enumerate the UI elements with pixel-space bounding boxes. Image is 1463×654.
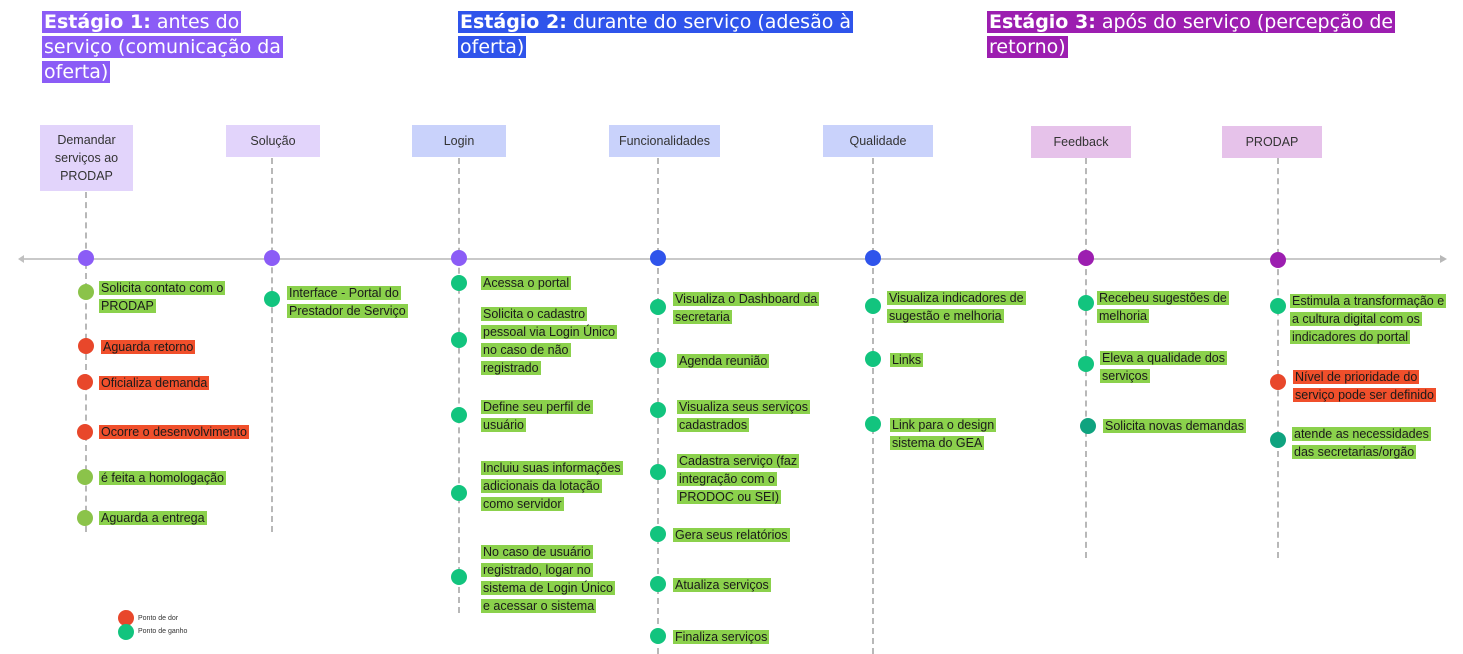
gain-point-dot [1078,295,1094,311]
gain-point-dot [78,284,94,300]
stage-3-text: após do serviço (percepção de retorno) [989,11,1394,58]
step-label: Visualiza seus serviços cadastrados [677,400,810,432]
step-label: Links [890,353,924,367]
step-label: Solicita novas demandas [1103,419,1246,433]
legend-gain-dot [118,624,134,640]
column-2-guide [271,158,273,532]
column-1-guide [85,192,87,532]
timeline-dot-demandar [78,250,94,266]
timeline-start-arrow [18,255,24,263]
timeline-dot-prodap [1270,252,1286,268]
gain-point-dot [865,298,881,314]
stage-3-title: Estágio 3: após do serviço (percepção de… [987,10,1457,60]
timeline-dot-qualidade [865,250,881,266]
step-label: Acessa o portal [481,276,572,290]
pain-point-dot [1270,374,1286,390]
gain-point-dot [650,352,666,368]
timeline-dot-feedback [1078,250,1094,266]
column-header-qualidade: Qualidade [823,125,933,157]
column-header-label: Demandar serviços ao PRODAP [54,133,119,183]
column-header-login: Login [412,125,506,157]
gain-point-dot [451,485,467,501]
gain-point-dot [1080,418,1096,434]
gain-point-dot [1270,432,1286,448]
step-label: atende as necessidades das secretarias/o… [1292,427,1431,459]
column-7-guide [1277,158,1279,558]
stage-2-number: Estágio 2: [460,11,567,33]
column-header-feedback: Feedback [1031,126,1131,158]
gain-point-dot [650,299,666,315]
timeline-dot-solucao [264,250,280,266]
legend-pain-dot [118,610,134,626]
step-label: Incluiu suas informações adicionais da l… [481,461,623,511]
timeline-dot-login [451,250,467,266]
step-label: Eleva a qualidade dos serviços [1100,351,1228,383]
step-label: No caso de usuário registrado, logar no … [481,545,615,613]
stage-1-number: Estágio 1: [44,11,151,33]
step-label: Recebeu sugestões de melhoria [1097,291,1229,323]
column-header-prodap: PRODAP [1222,126,1322,158]
pain-point-dot [77,424,93,440]
column-5-guide [872,158,874,654]
gain-point-dot [650,628,666,644]
step-label: Gera seus relatórios [673,528,790,542]
timeline-axis [22,258,1440,260]
step-label: Solicita o cadastro pessoal via Login Ún… [481,307,618,375]
gain-point-dot [451,407,467,423]
gain-point-dot [650,576,666,592]
step-label: Visualiza o Dashboard da secretaria [673,292,820,324]
gain-point-dot [451,275,467,291]
gain-point-dot [77,510,93,526]
gain-point-dot [865,351,881,367]
step-label: Ocorre o desenvolvimento [99,425,249,439]
stage-1-title: Estágio 1: antes do serviço (comunicação… [42,10,312,85]
step-label: Aguarda a entrega [99,511,207,525]
column-header-label: Solução [250,134,296,148]
gain-point-dot [650,526,666,542]
step-label: Estimula a transformação e a cultura dig… [1290,294,1447,344]
step-label: Oficializa demanda [99,376,210,390]
step-label: Solicita contato com o PRODAP [99,281,226,313]
timeline-dot-funcionalidades [650,250,666,266]
column-header-solucao: Solução [226,125,320,157]
stage-1-text: antes do serviço (comunicação da oferta) [44,11,281,83]
column-header-funcionalidades: Funcionalidades [609,125,720,157]
column-header-label: Login [443,134,475,148]
step-label: Aguarda retorno [101,340,196,354]
stage-2-text: durante do serviço (adesão à oferta) [460,11,852,58]
column-header-label: Qualidade [849,134,907,148]
step-label: Atualiza serviços [673,578,771,592]
step-label: Define seu perfil de usuário [481,400,593,432]
step-label: Agenda reunião [677,354,770,368]
step-label: Nível de prioridade do serviço pode ser … [1293,370,1436,402]
gain-point-dot [650,464,666,480]
legend-pain-label: Ponto de dor [138,615,179,622]
step-label: Finaliza serviços [673,630,770,644]
pain-point-dot [77,374,93,390]
column-header-label: PRODAP [1245,135,1299,149]
step-label: Cadastra serviço (faz integração com o P… [677,454,800,504]
legend-gain-label: Ponto de ganho [138,628,188,635]
column-3-guide [458,158,460,613]
step-label: Visualiza indicadores de sugestão e melh… [887,291,1026,323]
stage-3-number: Estágio 3: [989,11,1096,33]
column-header-label: Feedback [1053,135,1109,149]
column-header-label: Funcionalidades [618,134,711,148]
gain-point-dot [650,402,666,418]
step-label: Interface - Portal do Prestador de Servi… [287,286,408,318]
stage-2-title: Estágio 2: durante do serviço (adesão à … [458,10,898,60]
step-label: é feita a homologação [99,471,227,485]
gain-point-dot [865,416,881,432]
gain-point-dot [1078,356,1094,372]
gain-point-dot [451,569,467,585]
pain-point-dot [78,338,94,354]
gain-point-dot [77,469,93,485]
column-header-demandar: Demandar serviços ao PRODAP [40,125,133,191]
gain-point-dot [1270,298,1286,314]
gain-point-dot [264,291,280,307]
timeline-end-arrow [1440,255,1447,263]
gain-point-dot [451,332,467,348]
step-label: Link para o design sistema do GEA [890,418,997,450]
